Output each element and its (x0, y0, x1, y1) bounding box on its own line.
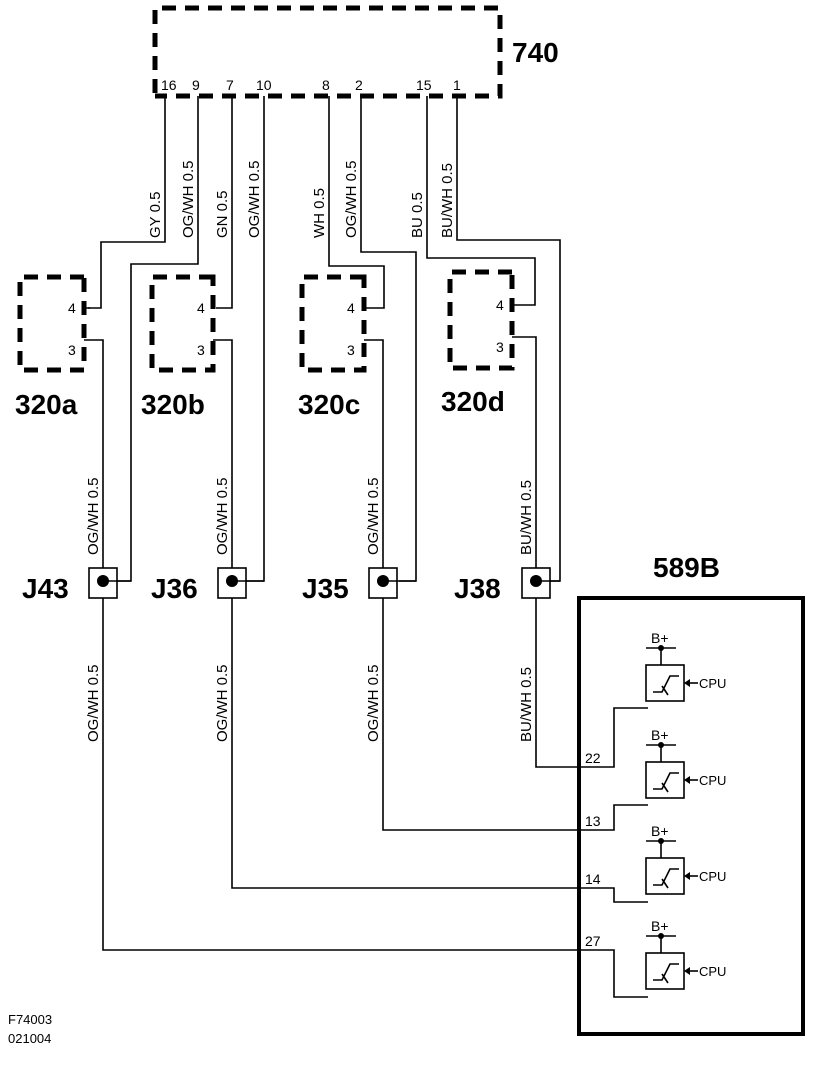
pin-589b-22: 22 (585, 750, 601, 766)
driver-2-input: CPU (699, 773, 726, 788)
pin-589b-14: 14 (585, 871, 601, 887)
driver-2-supply: B+ (651, 727, 669, 743)
pin-320c-4: 4 (347, 300, 355, 316)
driver-3-input: CPU (699, 869, 726, 884)
wire-label-mid-c: OG/WH 0.5 (365, 477, 382, 555)
wire-labels-lower: OG/WH 0.5 OG/WH 0.5 OG/WH 0.5 BU/WH 0.5 (85, 664, 535, 742)
pin-320c-3: 3 (347, 342, 355, 358)
footer-code: F74003 (8, 1012, 52, 1027)
junction-j38: J38 (454, 567, 560, 604)
driver-1-input: CPU (699, 676, 726, 691)
pin-740-16: 16 (161, 77, 177, 93)
pin-320a-4: 4 (68, 300, 76, 316)
wire-label-low-c: OG/WH 0.5 (365, 664, 382, 742)
driver-1-supply: B+ (651, 630, 669, 646)
driver-2: B+ CPU (645, 727, 726, 799)
component-589b-label: 589B (653, 552, 720, 583)
junction-j43-label: J43 (22, 573, 69, 604)
wire-label-low-a: OG/WH 0.5 (85, 664, 102, 742)
pin-589b-27: 27 (585, 933, 601, 949)
pin-320b-3: 3 (197, 342, 205, 358)
component-320b-label: 320b (141, 389, 205, 420)
component-320d-label: 320d (441, 386, 505, 417)
component-320b: 4 3 320b (141, 274, 233, 581)
wires-upper (88, 96, 561, 582)
pin-320d-4: 4 (496, 297, 504, 313)
pin-740-10: 10 (256, 77, 272, 93)
driver-3-supply: B+ (651, 823, 669, 839)
wires-lower (102, 598, 648, 998)
junction-j36: J36 (151, 567, 264, 604)
pin-740-2: 2 (355, 77, 363, 93)
footer: F74003 021004 (8, 1012, 52, 1046)
wire-label-gy: GY 0.5 (147, 192, 164, 238)
component-320d: 4 3 320d (441, 269, 537, 581)
junction-j43: J43 (22, 567, 131, 604)
wire-label-bu: BU 0.5 (409, 192, 426, 238)
pin-320b-4: 4 (197, 300, 205, 316)
driver-4-supply: B+ (651, 918, 669, 934)
wire-label-wh: WH 0.5 (311, 188, 328, 238)
wire-label-ogwh-b: OG/WH 0.5 (246, 160, 263, 238)
wire-labels-middle: OG/WH 0.5 OG/WH 0.5 OG/WH 0.5 BU/WH 0.5 (85, 477, 535, 555)
wire-label-ogwh-a: OG/WH 0.5 (180, 160, 197, 238)
wire-label-low-b: OG/WH 0.5 (214, 664, 231, 742)
wire-label-low-d: BU/WH 0.5 (518, 667, 535, 742)
component-740: 740 16 9 7 10 8 2 15 1 (152, 5, 559, 99)
junction-j38-label: J38 (454, 573, 501, 604)
footer-date: 021004 (8, 1031, 51, 1046)
component-320c-label: 320c (298, 389, 360, 420)
pin-740-1: 1 (453, 77, 461, 93)
wire-label-buwh: BU/WH 0.5 (439, 163, 456, 238)
wire-labels-upper: GY 0.5 OG/WH 0.5 GN 0.5 OG/WH 0.5 WH 0.5… (147, 160, 456, 238)
driver-1: B+ CPU (645, 630, 726, 702)
component-740-label: 740 (512, 37, 559, 68)
wire-label-mid-b: OG/WH 0.5 (214, 477, 231, 555)
pin-320a-3: 3 (68, 342, 76, 358)
wire-label-mid-a: OG/WH 0.5 (85, 477, 102, 555)
component-320a: 4 3 320a (15, 274, 104, 581)
component-589b: 589B 22 13 14 27 B+ CPU B+ (577, 552, 805, 1036)
pin-740-7: 7 (226, 77, 234, 93)
wire-label-gn: GN 0.5 (214, 190, 231, 238)
pin-589b-13: 13 (585, 813, 601, 829)
pin-740-9: 9 (192, 77, 200, 93)
junction-j35-label: J35 (302, 573, 349, 604)
component-320a-label: 320a (15, 389, 78, 420)
pin-740-8: 8 (322, 77, 330, 93)
driver-4-input: CPU (699, 964, 726, 979)
driver-4: B+ CPU (645, 918, 726, 990)
pin-740-15: 15 (416, 77, 432, 93)
junction-j35: J35 (302, 567, 416, 604)
driver-3: B+ CPU (645, 823, 726, 895)
wire-label-ogwh-c: OG/WH 0.5 (343, 160, 360, 238)
pin-320d-3: 3 (496, 339, 504, 355)
wire-label-mid-d: BU/WH 0.5 (518, 480, 535, 555)
junction-j36-label: J36 (151, 573, 198, 604)
component-320c: 4 3 320c (298, 274, 384, 581)
